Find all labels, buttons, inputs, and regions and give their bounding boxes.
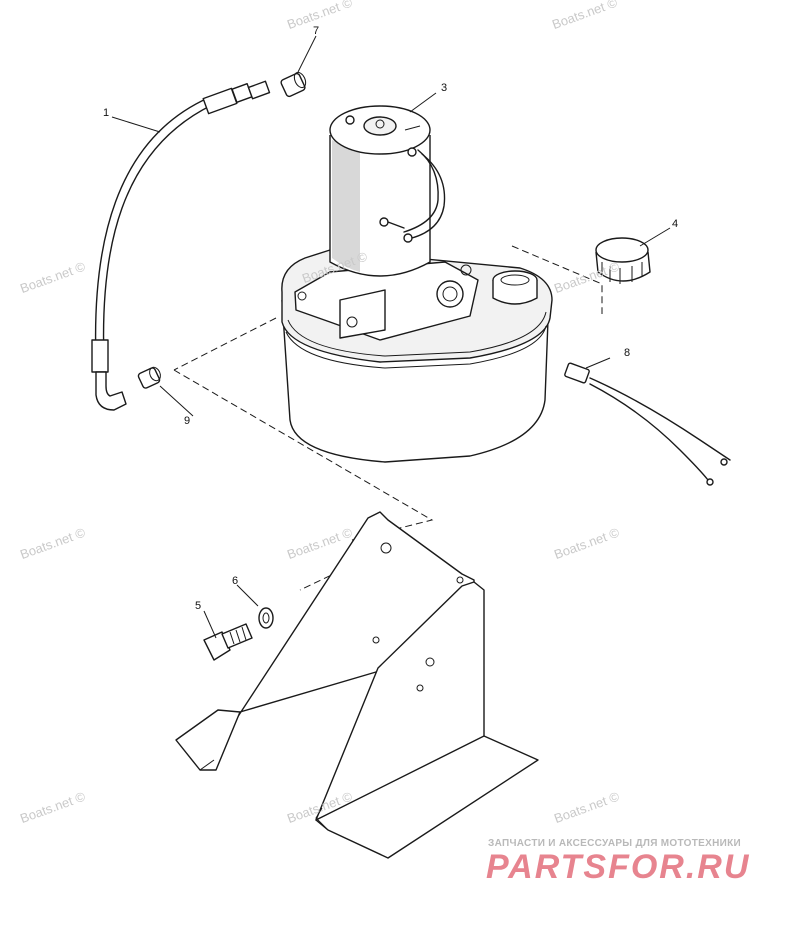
callout-1: 1 — [103, 107, 110, 119]
electric-motor — [329, 105, 446, 277]
callout-6: 6 — [232, 575, 239, 587]
hose-assembly — [91, 80, 271, 411]
callout-7: 7 — [313, 25, 320, 37]
washer — [258, 607, 274, 629]
callout-4: 4 — [672, 218, 679, 230]
callout-5: 5 — [195, 600, 202, 612]
callout-8: 8 — [624, 347, 631, 359]
fitting-part-9 — [137, 366, 161, 389]
mounting-bracket — [175, 511, 539, 859]
filler-cap — [595, 237, 651, 284]
leader-lines — [111, 35, 671, 639]
brand-logo: PARTSFOR.RU — [486, 848, 751, 886]
bolt — [203, 623, 253, 661]
callout-3: 3 — [441, 82, 448, 94]
callout-9: 9 — [184, 415, 191, 427]
sensor-part-8 — [564, 362, 731, 486]
brand-tagline: ЗАПЧАСТИ И АКСЕССУАРЫ ДЛЯ МОТОТЕХНИКИ — [488, 838, 741, 849]
fitting-part-7 — [280, 71, 307, 98]
